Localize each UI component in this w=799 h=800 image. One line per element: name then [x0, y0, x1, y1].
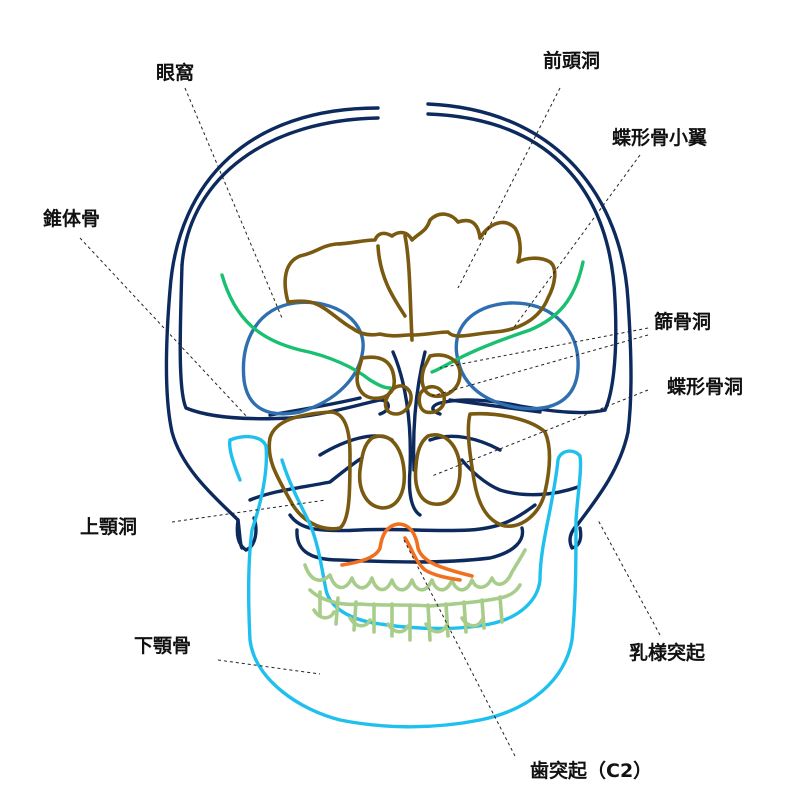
- leader-mastoid: [597, 519, 661, 636]
- label-mastoid: 乳様突起: [629, 642, 706, 664]
- leader-lesser-wing: [511, 154, 641, 331]
- label-ethmoid-sinus: 篩骨洞: [654, 311, 712, 333]
- leader-petrous: [79, 237, 249, 419]
- leader-mandible: [217, 659, 321, 675]
- orbit-right: [454, 301, 580, 411]
- dens-inner: [403, 536, 462, 582]
- skull-outer-outline: [164, 106, 380, 550]
- label-frontal-sinus: 前頭洞: [543, 50, 601, 72]
- upper-teeth: [303, 548, 527, 592]
- lower-teeth-crowns: [312, 608, 484, 634]
- sphenoid-sinus-left: [357, 434, 407, 510]
- leader-ethmoid-1: [439, 327, 649, 369]
- leader-orbit: [184, 87, 283, 319]
- mastoid-left: [235, 516, 258, 552]
- mandible-ramus-left: [227, 438, 242, 482]
- lesser-wing-left: [220, 273, 392, 390]
- skull-outer-outline-right: [426, 102, 633, 526]
- ethmoid-sinus-right: [420, 353, 462, 399]
- nasal-cavity-right: [428, 434, 502, 452]
- nasal-cavity-left: [318, 434, 394, 457]
- zygomatic-arch-right: [460, 458, 580, 497]
- lower-teeth-roots: [318, 590, 504, 642]
- label-petrous: 錐体骨: [43, 208, 101, 230]
- label-maxillary-sinus: 上顎洞: [80, 516, 138, 538]
- label-dens: 歯突起（C2）: [530, 760, 653, 782]
- label-sphenoid-sinus: 蝶形骨洞: [667, 376, 744, 398]
- nasal-septum: [391, 350, 427, 517]
- skull-cranial-base-right: [431, 398, 607, 416]
- label-orbit: 眼窩: [156, 62, 195, 84]
- skull-inner-vault: [180, 112, 618, 412]
- leader-frontal-sinus: [457, 87, 561, 289]
- maxillary-sinus-right: [466, 411, 552, 528]
- frontal-sinus-septum: [376, 234, 414, 342]
- lower-teeth: [308, 583, 522, 608]
- label-mandible: 下顎骨: [134, 635, 192, 657]
- ethmoid-sinus-lower: [383, 384, 447, 416]
- mastoid-right: [568, 522, 583, 550]
- leader-ethmoid-2: [431, 334, 649, 397]
- maxillary-sinus-left: [267, 410, 352, 531]
- label-lesser-wing: 蝶形骨小翼: [612, 127, 708, 149]
- leader-dens: [403, 539, 516, 757]
- frontal-sinus-outline: [283, 212, 557, 338]
- lesser-wing-right: [430, 260, 585, 374]
- leader-maxillary: [171, 499, 327, 523]
- maxilla-palate: [288, 503, 537, 533]
- sphenoid-sinus-right: [413, 433, 462, 506]
- leader-sphenoid: [431, 389, 649, 477]
- skull-cranial-base: [178, 263, 390, 421]
- petrous-right: [448, 398, 542, 414]
- orbit-left: [241, 300, 365, 416]
- dens-outline: [340, 522, 474, 578]
- maxilla-lower-jaw-line: [295, 526, 525, 564]
- zygomatic-arch-left: [248, 456, 364, 502]
